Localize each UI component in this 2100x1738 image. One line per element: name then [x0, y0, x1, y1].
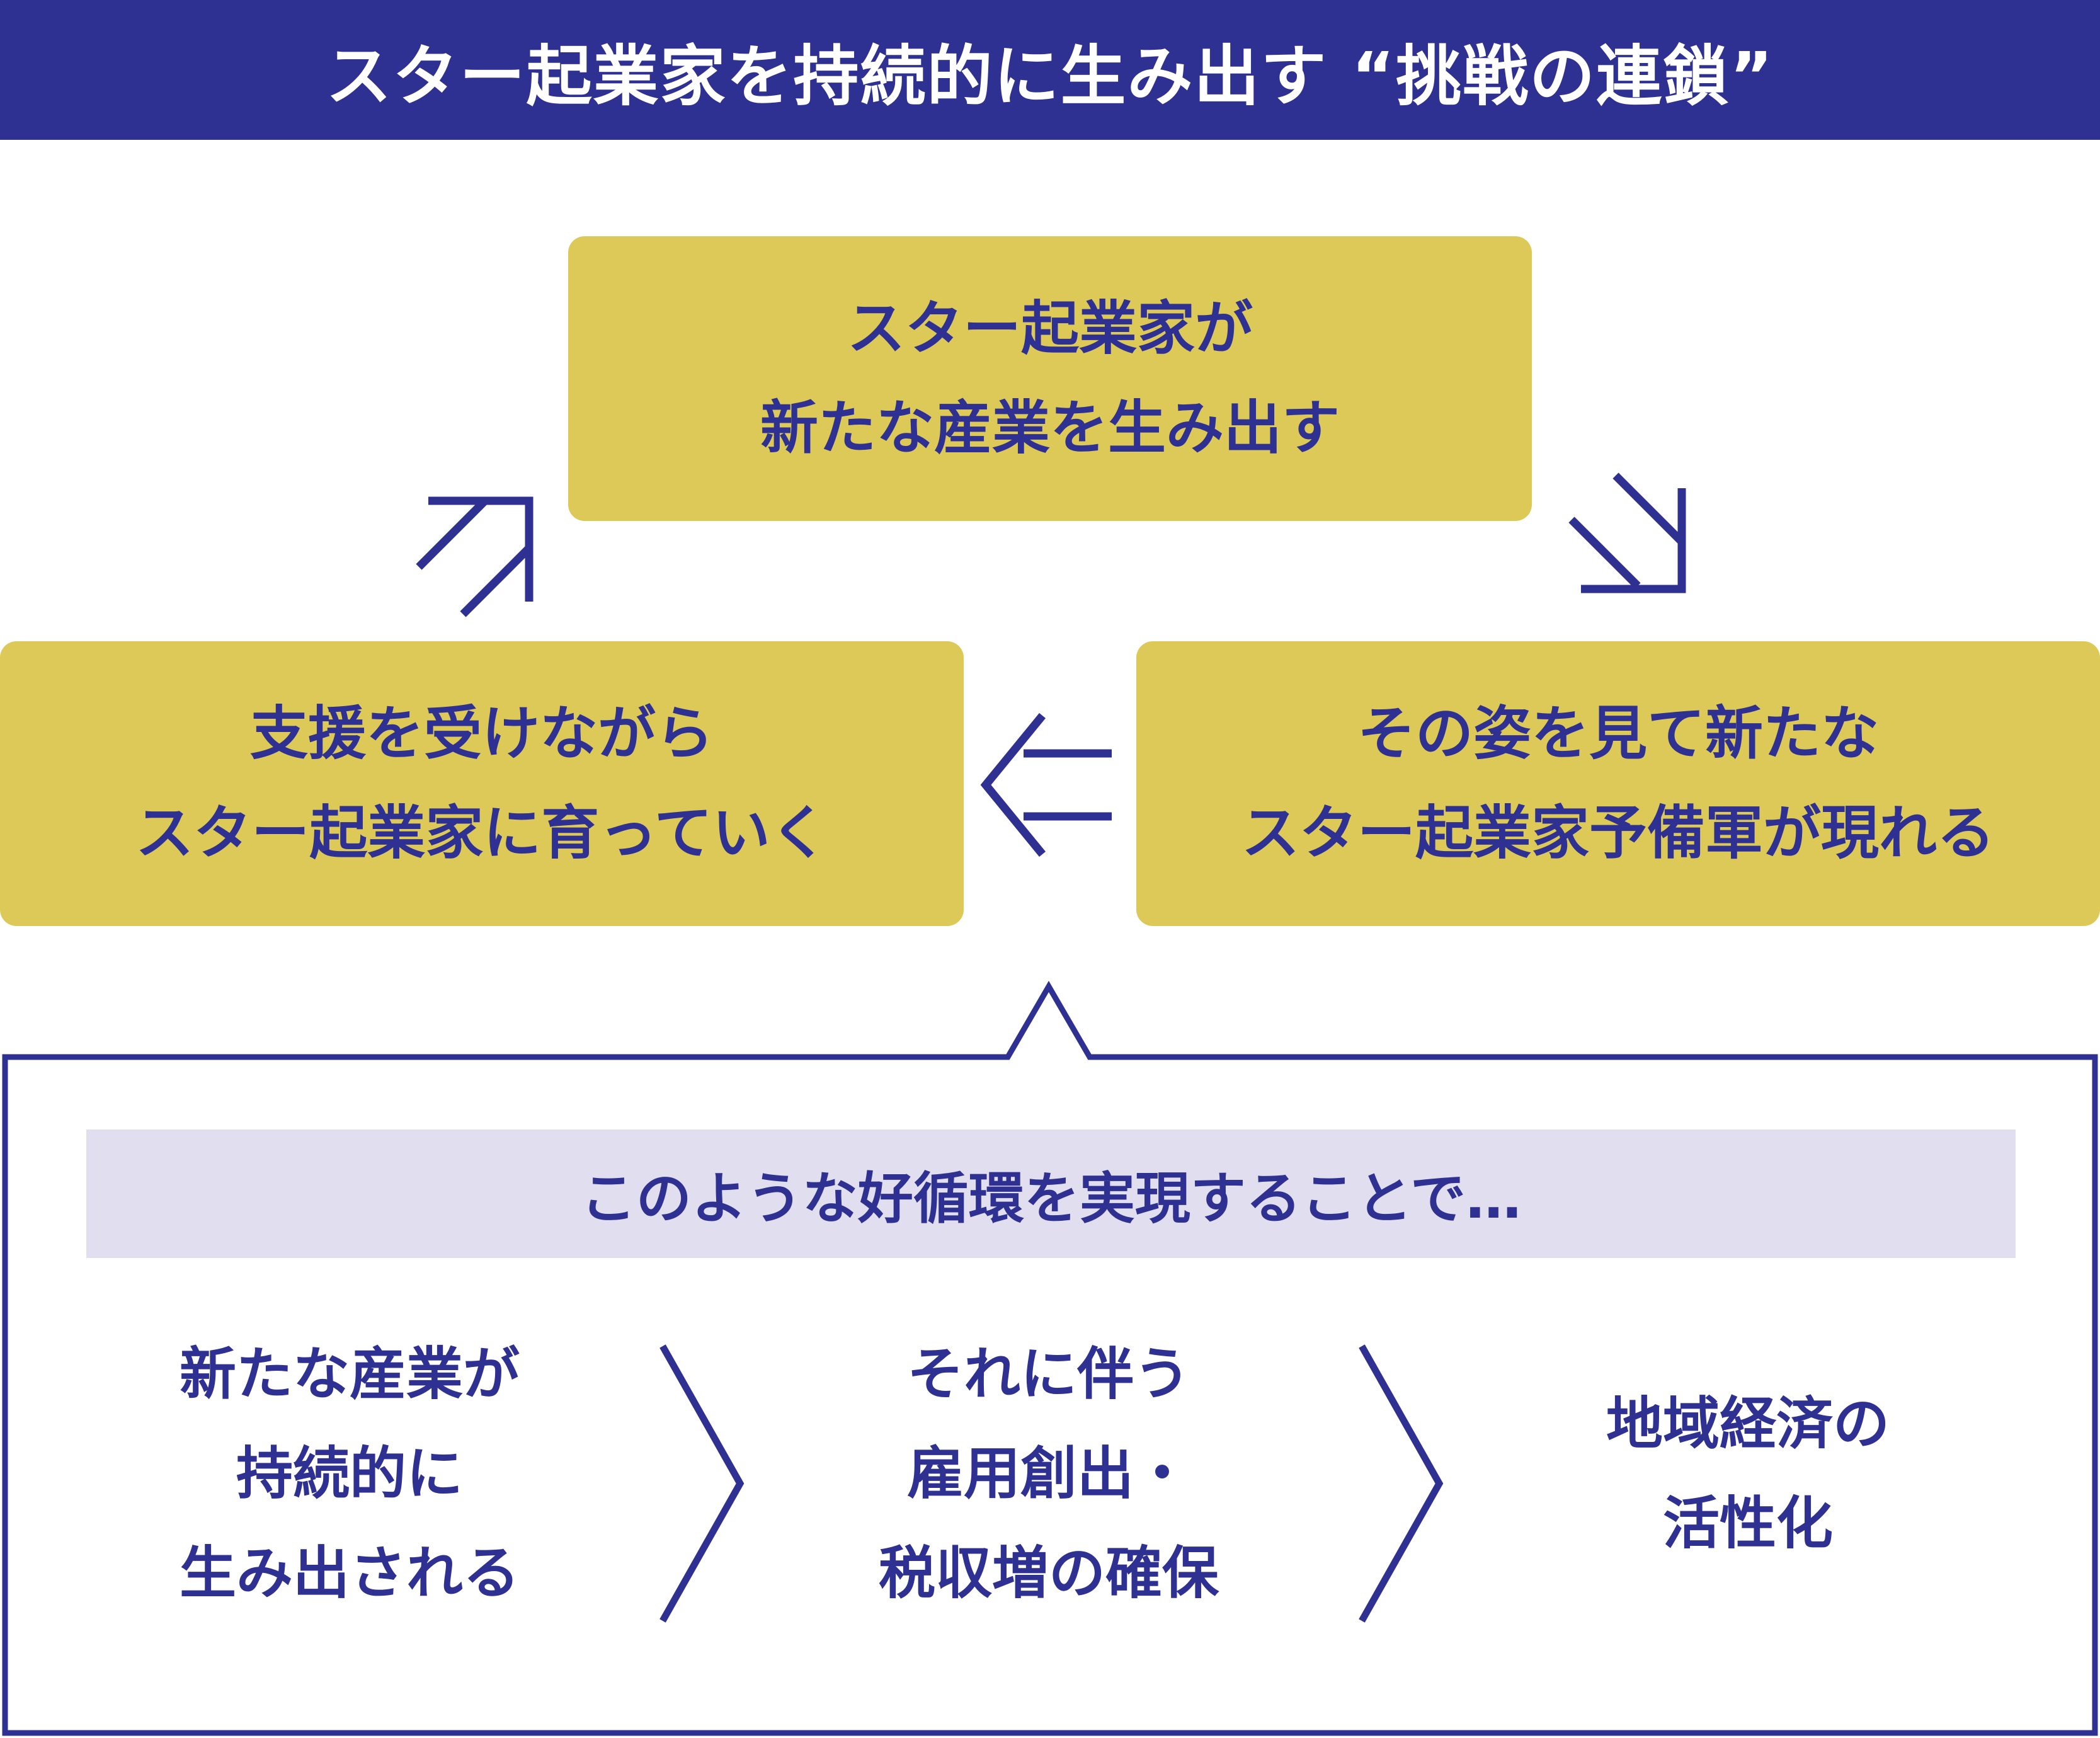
outcome-step-1-line1: 新たな産業が [180, 1341, 520, 1407]
outcome-step-3: 地域経済の 活性化 [1480, 1326, 2016, 1622]
outcome-step-1-line2: 持続的に [236, 1441, 463, 1507]
chevron-right-icon [659, 1344, 745, 1623]
cycle-box-right: その姿を見て新たな スター起業家予備軍が現れる [1136, 641, 2100, 926]
outcome-step-3-line2: 活性化 [1663, 1490, 1833, 1557]
cycle-box-left: 支援を受けながら スター起業家に育っていく [0, 641, 964, 926]
outcome-step-1: 新たな産業が 持続的に 生み出される [82, 1326, 617, 1622]
cycle-box-left-line1: 支援を受けながら [249, 700, 714, 767]
outcome-step-2: それに伴う 雇用創出・ 税収増の確保 [781, 1326, 1316, 1622]
outcome-step-3-line1: 地域経済の [1606, 1391, 1890, 1457]
cycle-box-right-line1: その姿を見て新たな [1357, 700, 1879, 767]
outcome-step-2-line3: 税収増の確保 [879, 1540, 1219, 1606]
outcome-step-2-line1: それに伴う [907, 1341, 1190, 1407]
outcome-step-1-line3: 生み出される [180, 1540, 520, 1606]
double-arrow-up-right-icon [416, 496, 534, 617]
double-arrow-down-right-icon [1568, 472, 1686, 593]
summary-banner-text: このような好循環を実現することで… [580, 1165, 1522, 1231]
header-bar: スター起業家を持続的に生み出す “挑戦の連鎖” [0, 0, 2100, 140]
outcome-step-2-line2: 雇用創出・ [907, 1441, 1190, 1507]
cycle-box-top-line1: スター起業家が [847, 295, 1253, 362]
chevron-right-icon [1359, 1344, 1444, 1623]
summary-banner: このような好循環を実現することで… [86, 1129, 2016, 1258]
double-arrow-left-icon [980, 712, 1112, 857]
cycle-box-top: スター起業家が 新たな産業を生み出す [568, 236, 1532, 521]
cycle-box-top-line2: 新たな産業を生み出す [760, 394, 1340, 462]
page-title: スター起業家を持続的に生み出す “挑戦の連鎖” [326, 37, 1774, 115]
cycle-box-right-line2: スター起業家予備軍が現れる [1241, 799, 1995, 867]
cycle-box-left-line2: スター起業家に育っていく [135, 799, 828, 867]
